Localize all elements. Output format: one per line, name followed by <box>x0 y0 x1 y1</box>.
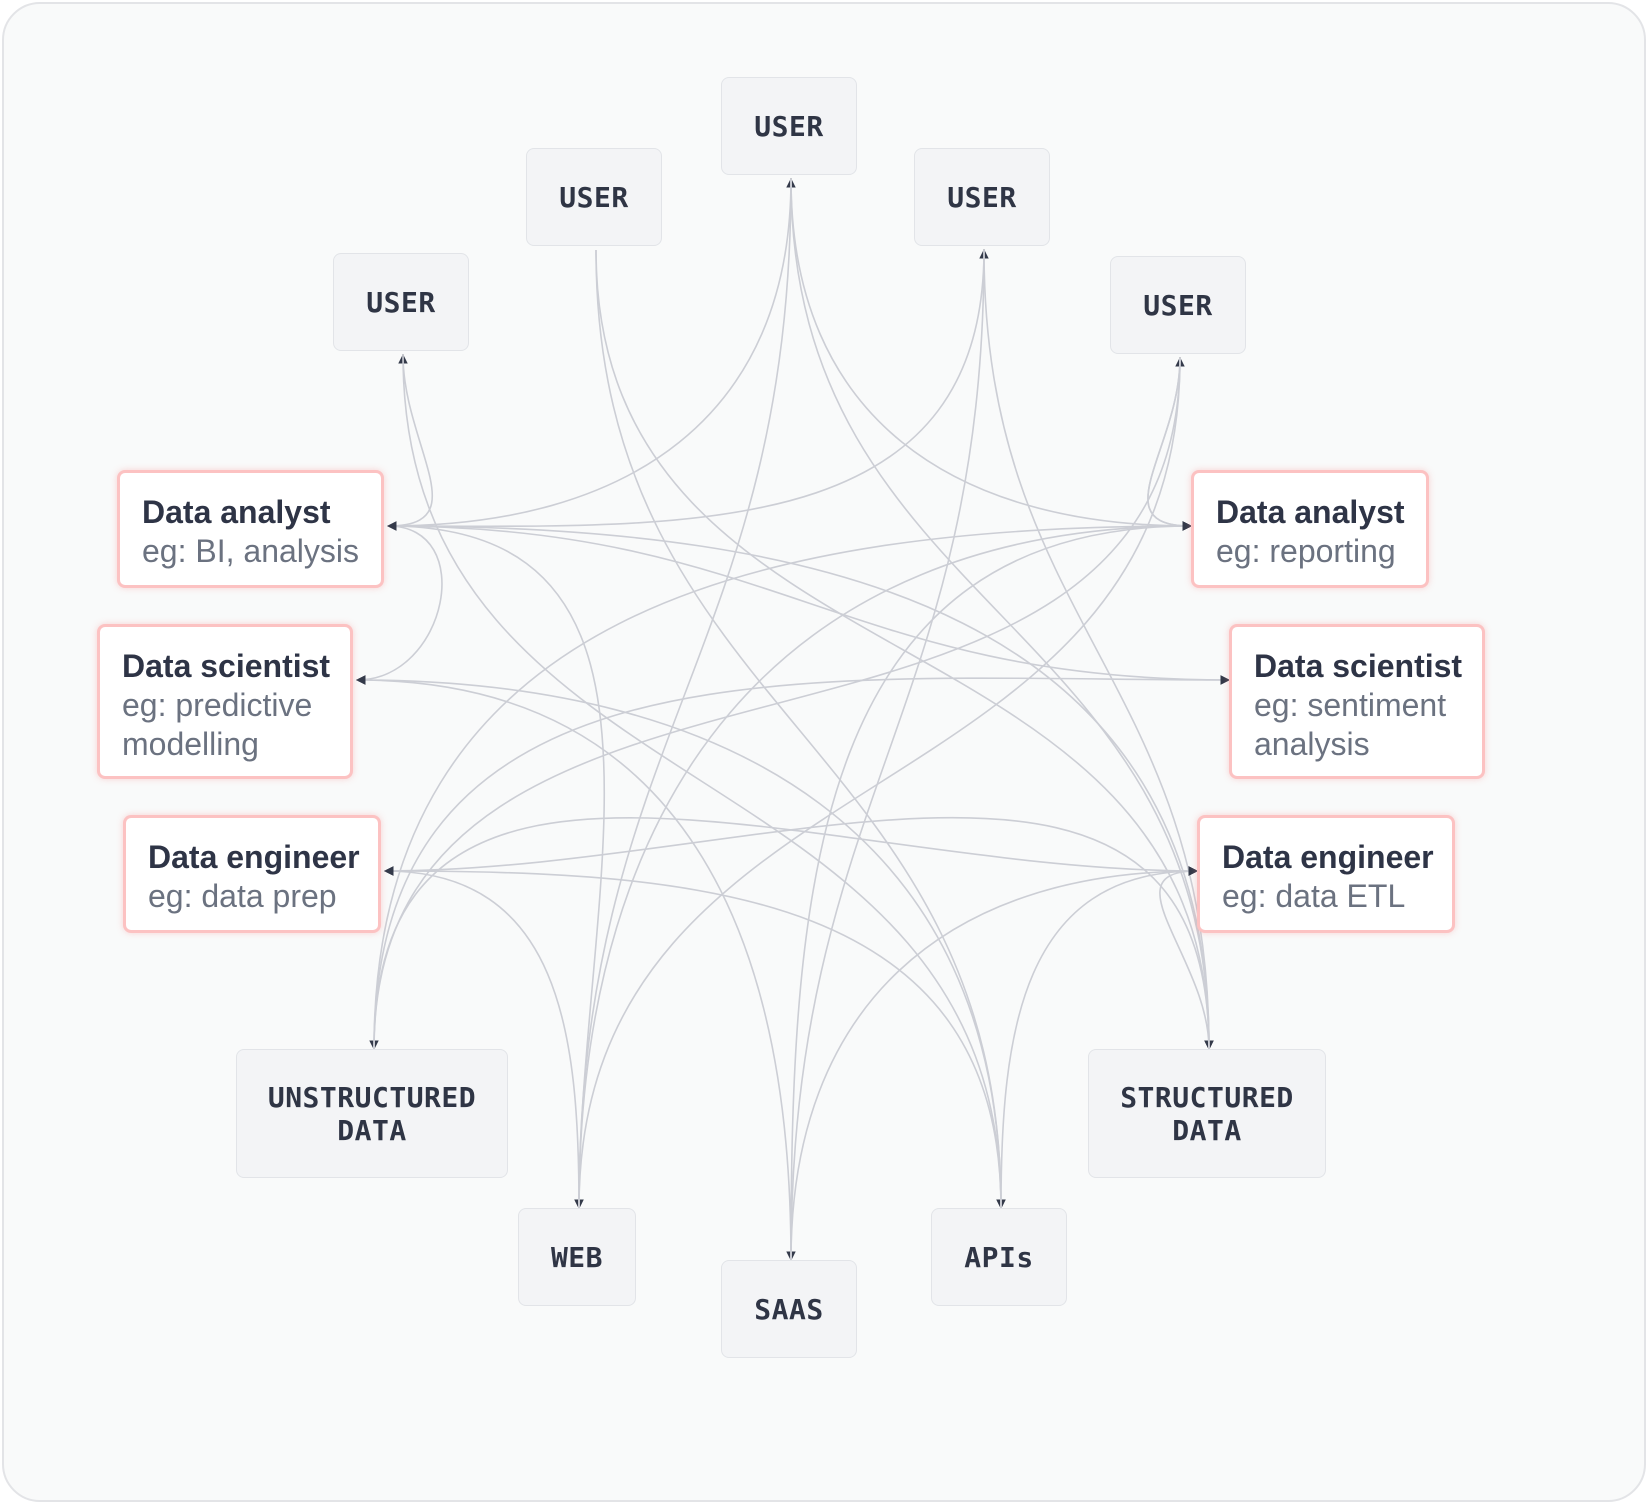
connection-u5-to-analyst_right <box>1147 357 1192 531</box>
data-analyst-right-node[interactable]: Data analyst eg: reporting <box>1191 470 1429 588</box>
connection-u2-to-structured <box>595 249 1214 1050</box>
connection-u3-to-web <box>574 178 792 1209</box>
user-node[interactable]: USER <box>914 148 1050 246</box>
user-label: USER <box>754 109 824 143</box>
role-title: Data analyst <box>1216 494 1405 530</box>
unstructured-data-node[interactable]: UNSTRUCTURED DATA <box>236 1049 508 1178</box>
user-label: USER <box>559 180 629 214</box>
connection-structured-to-analyst_left <box>387 521 1210 1050</box>
web-node[interactable]: WEB <box>518 1208 636 1306</box>
role-subtitle: eg: data prep <box>148 878 337 914</box>
connection-u3-to-structured <box>790 178 1214 1050</box>
connection-structured-to-engineer_right <box>1159 866 1210 1050</box>
user-node[interactable]: USER <box>526 148 662 246</box>
role-subtitle: eg: BI, analysis <box>142 533 359 569</box>
connection-apis-to-scientist_left <box>356 675 1002 1209</box>
source-label: STRUCTURED DATA <box>1120 1080 1294 1147</box>
role-title: Data engineer <box>1222 839 1434 875</box>
connection-saas-to-analyst_right <box>790 521 1192 1261</box>
connection-u5-to-web <box>574 357 1181 1209</box>
user-label: USER <box>1143 288 1213 322</box>
connection-web-to-analyst_right <box>578 521 1192 1209</box>
user-node[interactable]: USER <box>721 77 857 175</box>
source-label: WEB <box>550 1240 604 1274</box>
connections-layer <box>356 178 1230 1261</box>
connection-apis-to-engineer_right <box>1000 866 1198 1209</box>
connection-web-to-engineer_left <box>384 866 580 1209</box>
connection-unstructured-to-analyst_right <box>373 521 1192 1050</box>
connection-unstructured-to-engineer_right <box>373 817 1198 1050</box>
source-label: UNSTRUCTURED DATA <box>267 1080 477 1147</box>
connection-analyst_left-to-scientist_left <box>356 525 443 685</box>
apis-node[interactable]: APIs <box>931 1208 1067 1306</box>
data-analyst-left-node[interactable]: Data analyst eg: BI, analysis <box>117 470 384 588</box>
connection-u1-to-apis <box>402 354 1006 1209</box>
connection-u5-to-unstructured <box>369 357 1181 1050</box>
role-subtitle: eg: sentiment analysis <box>1254 687 1447 762</box>
source-label: SAAS <box>754 1292 824 1326</box>
role-subtitle: eg: data ETL <box>1222 878 1406 914</box>
source-label: APIs <box>964 1240 1034 1274</box>
connection-unstructured-to-scientist_right <box>373 675 1230 1050</box>
user-label: USER <box>947 180 1017 214</box>
user-label: USER <box>366 285 436 319</box>
role-title: Data analyst <box>142 494 331 530</box>
user-node[interactable]: USER <box>1110 256 1246 354</box>
structured-data-node[interactable]: STRUCTURED DATA <box>1088 1049 1326 1178</box>
connection-u3-to-analyst_right <box>790 178 1192 531</box>
role-title: Data scientist <box>122 648 331 684</box>
connection-structured-to-engineer_left <box>384 816 1210 1050</box>
connection-u2-to-apis <box>595 249 1006 1209</box>
connection-analyst_left-to-scientist_right <box>387 525 1230 685</box>
data-engineer-left-node[interactable]: Data engineer eg: data prep <box>123 815 381 933</box>
user-node[interactable]: USER <box>333 253 469 351</box>
connection-apis-to-engineer_left <box>384 866 1002 1209</box>
connection-u4-to-structured <box>983 249 1214 1050</box>
connection-analyst_left-to-u1 <box>387 354 434 527</box>
data-scientist-right-node[interactable]: Data scientist eg: sentiment analysis <box>1229 624 1485 779</box>
role-title: Data engineer <box>148 839 360 875</box>
data-scientist-left-node[interactable]: Data scientist eg: predictive modelling <box>97 624 353 779</box>
role-title: Data scientist <box>1254 648 1463 684</box>
role-subtitle: eg: predictive modelling <box>122 687 313 762</box>
connection-u4-to-saas <box>786 249 985 1261</box>
connection-saas-to-scientist_left <box>356 675 792 1261</box>
role-subtitle: eg: reporting <box>1216 533 1396 569</box>
data-engineer-right-node[interactable]: Data engineer eg: data ETL <box>1197 815 1455 933</box>
saas-node[interactable]: SAAS <box>721 1260 857 1358</box>
connection-analyst_left-to-u4 <box>387 249 989 528</box>
connection-analyst_left-to-u3 <box>387 178 796 527</box>
connection-web-to-analyst_left <box>387 521 606 1209</box>
